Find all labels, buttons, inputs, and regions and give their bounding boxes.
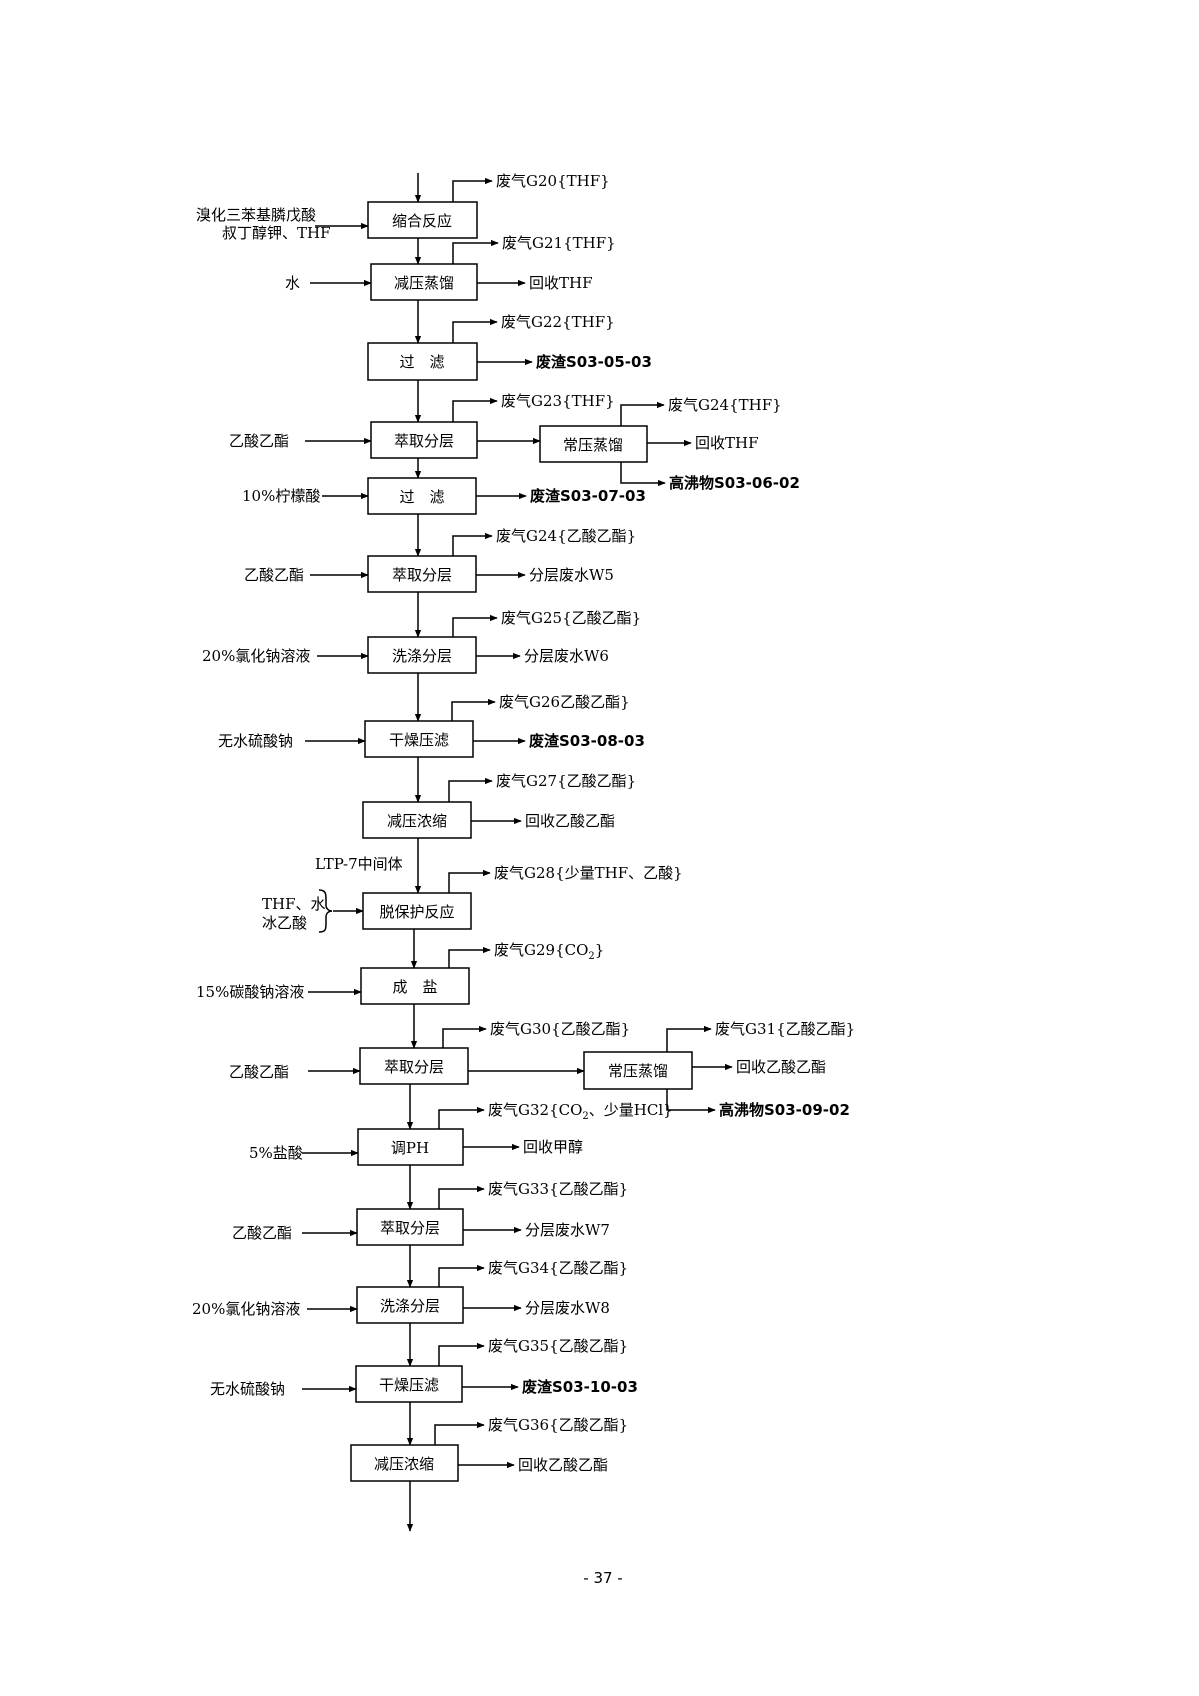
exhaust-label: 废气G26乙酸乙酯} [499, 693, 630, 711]
exhaust-label: 废气G24{THF} [668, 396, 782, 414]
input-brace [318, 889, 333, 933]
input-label: 乙酸乙酯 [229, 1063, 289, 1081]
box-vacuum-distill-1 [370, 263, 478, 301]
inputs: 溴化三苯基膦戊酸 叔丁醇钾、THF 水 乙酸乙酯 10%柠檬酸 乙酸乙酯 20%… [192, 206, 403, 1398]
box-wash-2-label: 洗涤分层 [380, 1297, 440, 1315]
input-label: 20%氯化钠溶液 [202, 647, 310, 665]
input-label: 20%氯化钠溶液 [192, 1300, 300, 1318]
input-label: 无水硫酸钠 [218, 732, 293, 750]
high-boiler-label: 高沸物S03-06-02 [669, 474, 800, 492]
box-deprotection-label: 脱保护反应 [379, 903, 454, 921]
box-extract-4 [356, 1208, 464, 1246]
output-label: 分层废水W5 [529, 566, 614, 584]
main-flow [406, 173, 422, 1532]
box-extract-4-label: 萃取分层 [380, 1219, 440, 1237]
box-atm-distill-2 [583, 1051, 693, 1090]
box-extract-1 [370, 421, 478, 459]
input-label: LTP-7中间体 [315, 855, 403, 873]
exhaust-label: 废气G28{少量THF、乙酸} [494, 864, 683, 882]
exhaust-label: 废气G33{乙酸乙酯} [488, 1180, 628, 1198]
exhaust-label: 废气G20{THF} [496, 172, 610, 190]
box-adjust-ph [357, 1128, 464, 1166]
input-label: 冰乙酸 [262, 914, 307, 932]
output-label: 回收乙酸乙酯 [736, 1058, 826, 1076]
exhaust-label: 废气G30{乙酸乙酯} [490, 1020, 630, 1038]
box-dry-press-2 [355, 1365, 463, 1403]
input-label: 15%碳酸钠溶液 [196, 983, 304, 1001]
input-label: 水 [285, 274, 300, 292]
output-label: 回收乙酸乙酯 [525, 812, 615, 830]
input-label: THF、水 [262, 895, 326, 913]
box-wash-1-label: 洗涤分层 [392, 647, 452, 665]
output-label: 回收THF [529, 274, 593, 292]
box-salt-formation-label: 成 盐 [392, 978, 437, 996]
exhaust-label: 废气G21{THF} [502, 234, 616, 252]
output-label: 回收THF [695, 434, 759, 452]
box-filter-2 [367, 477, 477, 515]
box-dry-press-1-label: 干燥压滤 [389, 731, 449, 749]
box-vacuum-distill-1-label: 减压蒸馏 [394, 274, 454, 292]
exhaust-label: 废气G23{THF} [501, 392, 615, 410]
high-boiler-label: 高沸物S03-09-02 [719, 1101, 850, 1119]
box-wash-2 [356, 1286, 464, 1324]
process-boxes: 缩合反应 减压蒸馏 过 滤 萃取分层 常压蒸馏 过 滤 萃取分层 洗涤分层 干燥… [350, 201, 693, 1482]
output-label: 回收乙酸乙酯 [518, 1456, 608, 1474]
exhaust-gases: 废气G20{THF} 废气G21{THF} 废气G22{THF} 废气G23{T… [434, 172, 855, 1445]
residue-label: 废渣S03-08-03 [529, 732, 645, 750]
box-vacuum-conc-1-label: 减压浓缩 [387, 812, 447, 830]
page-number: - 37 - [583, 1569, 622, 1587]
output-label: 回收甲醇 [523, 1138, 583, 1156]
box-vacuum-conc-2-label: 减压浓缩 [374, 1455, 434, 1473]
box-salt-formation [360, 967, 470, 1005]
input-label: 10%柠檬酸 [242, 487, 320, 505]
residue-label: 废渣S03-07-03 [530, 487, 646, 505]
input-label: 5%盐酸 [249, 1144, 303, 1162]
residue-label: 废渣S03-10-03 [522, 1378, 638, 1396]
exhaust-label: 废气G29{CO2} [494, 941, 604, 962]
residue-label: 废渣S03-05-03 [536, 353, 652, 371]
output-label: 分层废水W8 [525, 1299, 610, 1317]
input-label: 无水硫酸钠 [210, 1380, 285, 1398]
input-label: 溴化三苯基膦戊酸 [196, 206, 316, 224]
output-label: 分层废水W7 [525, 1221, 610, 1239]
box-vacuum-conc-1 [362, 801, 472, 839]
box-extract-1-label: 萃取分层 [394, 432, 454, 450]
exhaust-label: 废气G32{CO2、少量HCl} [488, 1101, 673, 1122]
exhaust-label: 废气G27{乙酸乙酯} [496, 772, 636, 790]
exhaust-label: 废气G25{乙酸乙酯} [501, 609, 641, 627]
output-label: 分层废水W6 [524, 647, 609, 665]
box-extract-3 [359, 1047, 469, 1085]
box-atm-distill-1-label: 常压蒸馏 [563, 436, 623, 454]
exhaust-label: 废气G34{乙酸乙酯} [488, 1259, 628, 1277]
box-condensation-label: 缩合反应 [392, 212, 452, 230]
box-extract-2 [367, 555, 477, 593]
exhaust-label: 废气G22{THF} [501, 313, 615, 331]
box-adjust-ph-label: 调PH [391, 1139, 429, 1157]
outputs: 回收THF 废渣S03-05-03 回收THF 高沸物S03-06-02 废渣S… [458, 274, 850, 1474]
box-filter-1-label: 过 滤 [399, 353, 444, 371]
exhaust-label: 废气G31{乙酸乙酯} [715, 1020, 855, 1038]
input-label: 乙酸乙酯 [229, 432, 289, 450]
exhaust-label: 废气G24{乙酸乙酯} [496, 527, 636, 545]
exhaust-label: 废气G35{乙酸乙酯} [488, 1337, 628, 1355]
input-label: 叔丁醇钾、THF [222, 224, 331, 242]
box-atm-distill-2-label: 常压蒸馏 [608, 1062, 668, 1080]
box-extract-2-label: 萃取分层 [392, 566, 452, 584]
box-deprotection [362, 892, 472, 930]
box-dry-press-2-label: 干燥压滤 [379, 1376, 439, 1394]
exhaust-label: 废气G36{乙酸乙酯} [488, 1416, 628, 1434]
input-label: 乙酸乙酯 [244, 566, 304, 584]
box-dry-press-1 [364, 720, 474, 758]
box-condensation [367, 201, 478, 239]
box-filter-2-label: 过 滤 [399, 488, 444, 506]
box-vacuum-conc-2 [350, 1444, 459, 1482]
input-label: 乙酸乙酯 [232, 1224, 292, 1242]
box-extract-3-label: 萃取分层 [384, 1058, 444, 1076]
